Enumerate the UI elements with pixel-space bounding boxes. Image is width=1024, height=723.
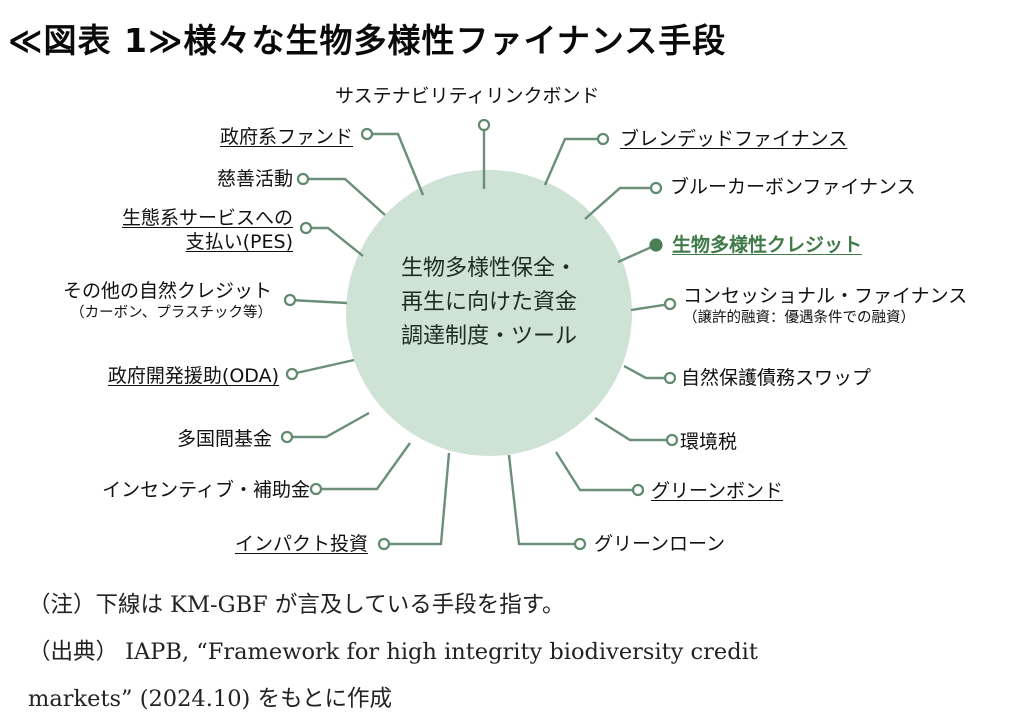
label-text-2: 支払い(PES) <box>185 231 293 253</box>
spoke-multilateral-fund <box>287 411 370 439</box>
label-text: 政府系ファンド <box>219 126 353 148</box>
label-other-nature-credit: その他の自然クレジット （カーボン、プラスチック等） <box>63 279 272 323</box>
node-green-loan <box>573 537 587 551</box>
label-multilateral-fund: 多国間基金 <box>177 427 272 451</box>
label-text: 生物多様性クレジット <box>672 234 863 256</box>
node-environmental-tax <box>665 433 679 447</box>
label-concessional-finance: コンセッショナル・ファイナンス （譲許的融資：優遇条件での融資） <box>683 284 967 328</box>
nodes-group <box>280 118 679 551</box>
label-incentive-subsidy: インセンティブ・補助金 <box>102 478 310 502</box>
center-line-3: 調達制度・ツール <box>400 324 577 349</box>
center-line-2: 再生に向けた資金 <box>400 290 577 315</box>
spokes-group <box>287 125 672 546</box>
label-biodiversity-credit: 生物多様性クレジット <box>672 233 862 257</box>
node-multilateral-fund <box>280 430 294 444</box>
spoke-blended-finance <box>543 137 603 186</box>
spoke-concessional-finance <box>630 302 671 312</box>
source-line-1: （出典） IAPB, “Framework for high integrity… <box>28 639 758 665</box>
center-circle <box>346 170 632 456</box>
label-subtext: （譲許的融資：優遇条件での融資） <box>683 310 915 326</box>
figure-title: ≪図表 1≫様々な生物多様性ファイナンス手段 <box>8 21 727 60</box>
node-impact-investment <box>377 537 391 551</box>
label-text: インセンティブ・補助金 <box>102 479 310 501</box>
label-blended-finance: ブレンデッドファイナンス <box>620 127 847 151</box>
label-text: 環境税 <box>680 431 738 453</box>
label-pes: 生態系サービスへの 支払い(PES) <box>122 206 293 254</box>
node-green-bond <box>631 483 645 497</box>
label-text: グリーンボンド <box>651 480 784 502</box>
source-line-2: markets” (2024.10) をもとに作成 <box>28 686 392 712</box>
node-blue-carbon-finance <box>649 181 663 195</box>
label-oda: 政府開発援助(ODA) <box>108 364 279 388</box>
node-blended-finance <box>596 132 610 146</box>
label-impact-investment: インパクト投資 <box>235 532 368 556</box>
node-sustainability-linked-bond <box>477 118 491 132</box>
label-text: 慈善活動 <box>216 168 293 190</box>
label-green-loan: グリーンローン <box>594 532 725 556</box>
label-text: 多国間基金 <box>176 428 272 450</box>
label-text: ブルーカーボンファイナンス <box>670 176 916 198</box>
label-environmental-tax: 環境税 <box>680 430 737 454</box>
node-other-nature-credit <box>283 293 297 307</box>
spoke-biodiversity-credit <box>617 243 657 264</box>
label-text: コンセッショナル・ファイナンス <box>683 285 968 307</box>
spoke-impact-investment <box>384 452 451 546</box>
label-text: 自然保護債務スワップ <box>681 367 872 389</box>
spoke-government-fund <box>367 132 425 196</box>
spoke-other-nature-credit <box>289 298 348 305</box>
spoke-environmental-tax <box>594 416 672 442</box>
label-green-bond: グリーンボンド <box>651 479 783 503</box>
label-text: その他の自然クレジット <box>62 280 272 302</box>
spoke-blue-carbon-finance <box>584 186 656 220</box>
spoke-green-loan <box>507 454 580 546</box>
node-concessional-finance <box>663 297 677 311</box>
spoke-oda <box>291 358 355 376</box>
spoke-pes <box>306 226 364 257</box>
center-line-1: 生物多様性保全・ <box>400 256 577 281</box>
node-pes <box>299 221 313 235</box>
spoke-philanthropy <box>303 177 386 216</box>
center-label: 生物多様性保全・ 再生に向けた資金 調達制度・ツール <box>369 252 609 354</box>
label-text: ブレンデッドファイナンス <box>620 128 848 150</box>
node-philanthropy <box>296 172 310 186</box>
node-oda <box>285 367 299 381</box>
label-sustainability-linked-bond: サステナビリティリンクボンド <box>335 84 599 108</box>
node-biodiversity-credit <box>649 238 663 252</box>
spoke-debt-for-nature-swap <box>623 364 670 380</box>
label-blue-carbon-finance: ブルーカーボンファイナンス <box>670 175 916 199</box>
label-subtext: （カーボン、プラスチック等） <box>70 305 272 321</box>
node-government-fund <box>360 127 374 141</box>
label-debt-for-nature-swap: 自然保護債務スワップ <box>681 366 871 390</box>
label-text: 生態系サービスへの <box>121 207 293 229</box>
label-text: インパクト投資 <box>234 533 368 555</box>
node-incentive-subsidy <box>309 482 323 496</box>
spoke-incentive-subsidy <box>316 442 411 491</box>
label-text: グリーンローン <box>594 533 726 555</box>
label-text: サステナビリティリンクボンド <box>335 85 600 107</box>
footnote: （注）下線は KM-GBF が言及している手段を指す。 <box>28 592 565 618</box>
label-philanthropy: 慈善活動 <box>217 167 293 191</box>
label-government-fund: 政府系ファンド <box>220 125 353 149</box>
label-text: 政府開発援助(ODA) <box>107 365 279 387</box>
spoke-green-bond <box>554 451 638 492</box>
node-debt-for-nature-swap <box>663 371 677 385</box>
